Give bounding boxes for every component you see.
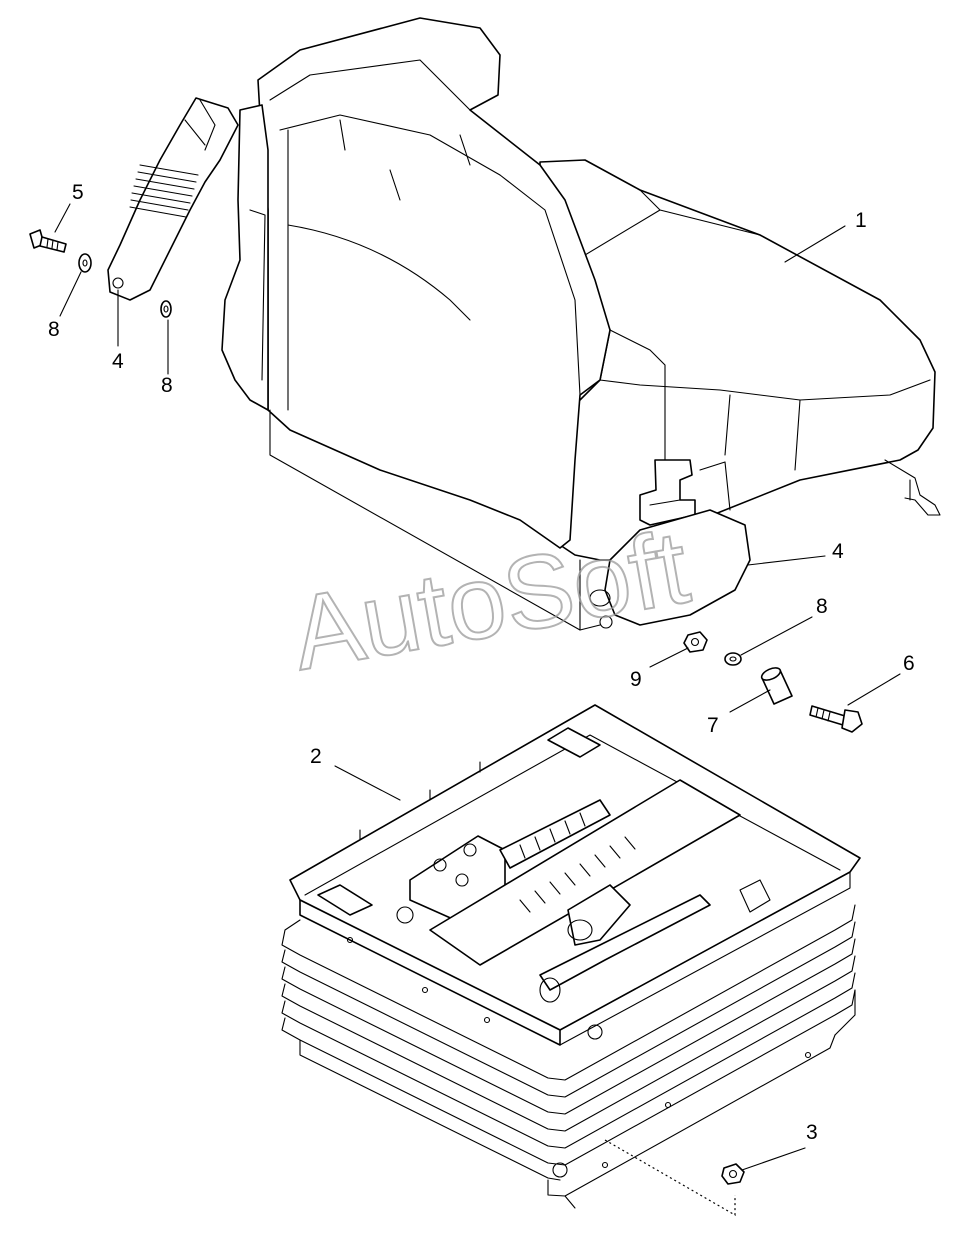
callout-8-middle: 8 xyxy=(161,374,173,397)
callout-6: 6 xyxy=(903,652,915,675)
washer-part-8c xyxy=(724,652,742,666)
leader-lines xyxy=(54,203,901,1171)
callout-4-buckle: 4 xyxy=(832,540,844,563)
watermark: AutoSoft xyxy=(284,509,697,693)
washer-part-8a xyxy=(78,253,92,273)
suspension-base xyxy=(281,704,861,1209)
callout-8-left: 8 xyxy=(48,318,60,341)
callout-1: 1 xyxy=(855,209,867,232)
bolt-part-6 xyxy=(809,705,863,733)
spacer-part-7 xyxy=(760,667,793,705)
seat-assembly xyxy=(221,17,941,631)
callout-7: 7 xyxy=(707,714,719,737)
callout-3: 3 xyxy=(806,1121,818,1144)
nut-part-9 xyxy=(683,631,708,653)
callout-5: 5 xyxy=(72,181,84,204)
callout-4-belt: 4 xyxy=(112,350,124,373)
callout-9: 9 xyxy=(630,668,642,691)
callout-2: 2 xyxy=(310,745,322,768)
callout-8-right: 8 xyxy=(816,595,828,618)
seat-belt-strap xyxy=(107,97,239,301)
washer-part-8b xyxy=(160,300,172,318)
nut-part-3 xyxy=(721,1163,745,1185)
bolt-part-5 xyxy=(29,229,67,253)
hidden-line xyxy=(604,1139,736,1217)
